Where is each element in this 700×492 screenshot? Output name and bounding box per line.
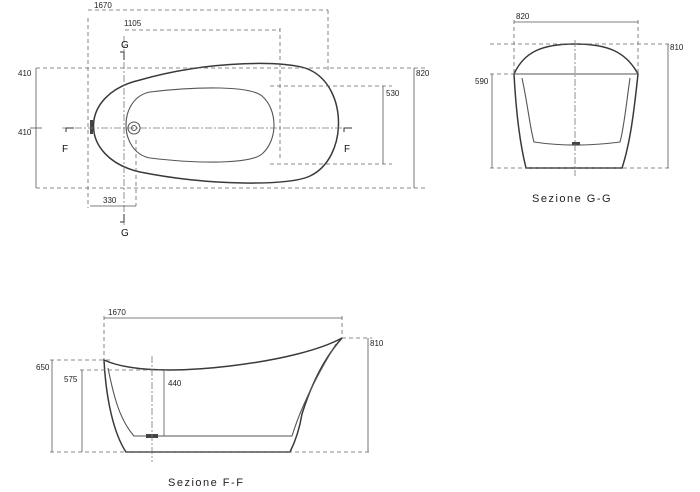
dim-plan-inner-width: 530 <box>386 89 400 98</box>
dim-ff-rim-height: 650 <box>36 363 50 372</box>
dim-plan-drain-offset: 330 <box>103 196 117 205</box>
section-ff-right-label: F <box>344 144 350 155</box>
section-gg-bottom-label: G <box>121 228 129 239</box>
section-ff-view: 1670 810 650 575 440 Sezione F-F <box>36 308 384 489</box>
gg-outer-outline <box>513 43 639 169</box>
dim-plan-half-bottom: 410 <box>18 128 32 137</box>
ff-outer-outline <box>103 337 343 453</box>
plan-outer-outline <box>92 62 340 184</box>
section-ff-left-label: F <box>62 144 68 155</box>
dim-gg-rim-height: 590 <box>475 77 489 86</box>
section-gg-title: Sezione G-G <box>532 193 612 205</box>
dim-ff-height: 810 <box>370 339 384 348</box>
section-ff-title: Sezione F-F <box>168 477 244 489</box>
dim-gg-height: 810 <box>670 43 684 52</box>
dim-plan-length: 1670 <box>94 1 112 10</box>
dim-plan-half-top: 410 <box>18 69 32 78</box>
ff-inner-basin <box>107 343 337 437</box>
plan-inner-basin <box>125 87 275 163</box>
gg-inner-basin <box>521 77 631 146</box>
dim-plan-to-section: 1105 <box>124 19 142 28</box>
plan-view: 1670 1105 410 410 820 530 330 F F G G <box>18 1 430 239</box>
dim-ff-inner-depth: 440 <box>168 379 182 388</box>
dim-gg-width: 820 <box>516 12 530 21</box>
section-gg-top-label: G <box>121 40 129 51</box>
dim-ff-inner-rim: 575 <box>64 375 78 384</box>
dim-ff-length: 1670 <box>108 308 126 317</box>
plan-overflow <box>90 120 93 134</box>
section-gg-view: 820 810 590 Sezione G-G <box>475 12 684 205</box>
dim-plan-width: 820 <box>416 69 430 78</box>
